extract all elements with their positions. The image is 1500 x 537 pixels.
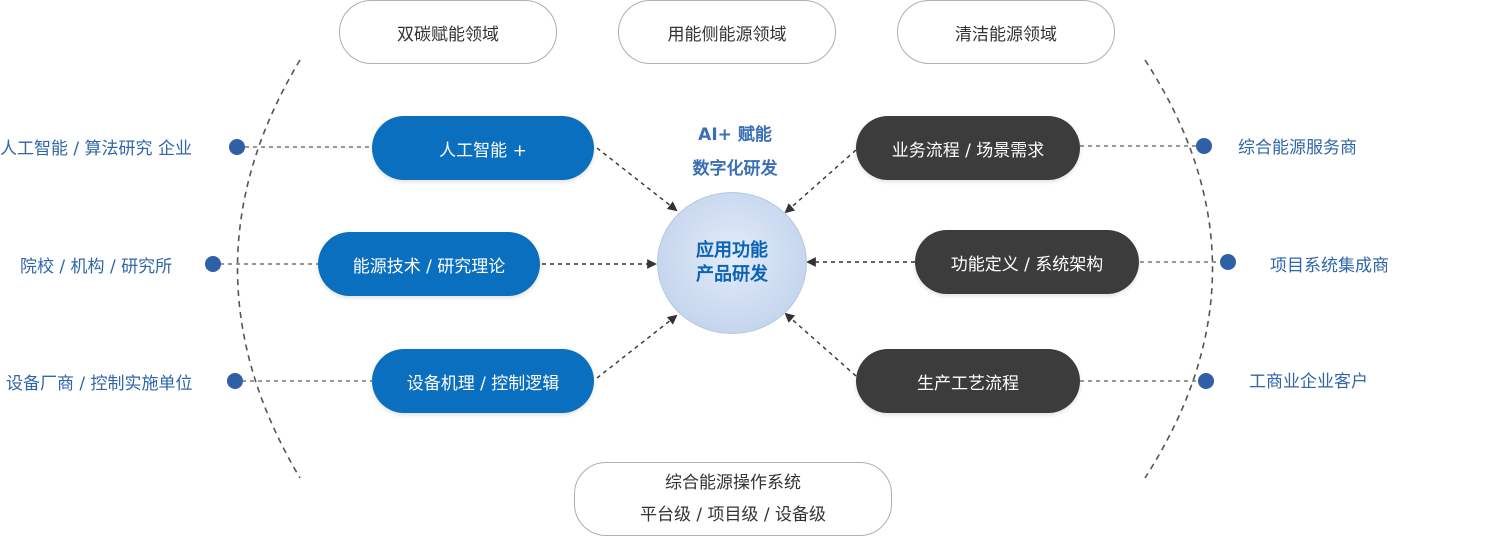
operating-system-title: 综合能源操作系统 bbox=[665, 473, 801, 493]
domain-tag-clean-energy: 清洁能源领域 bbox=[897, 0, 1115, 64]
left-partner-ai-companies: 人工智能 / 算法研究 企业 bbox=[0, 139, 192, 159]
right-partner-dot bbox=[1198, 373, 1214, 389]
operating-system-tag: 综合能源操作系统 平台级 / 项目级 / 设备级 bbox=[574, 462, 892, 536]
pill-production-process: 生产工艺流程 bbox=[856, 349, 1080, 413]
left-partner-dot bbox=[205, 256, 221, 272]
left-partner-dot bbox=[227, 373, 243, 389]
domain-tag-demand-side: 用能侧能源领域 bbox=[618, 0, 836, 64]
pill-business-process: 业务流程 / 场景需求 bbox=[856, 116, 1080, 180]
ai-caption: AI+ 赋能 数字化研发 bbox=[665, 118, 805, 186]
operating-system-levels: 平台级 / 项目级 / 设备级 bbox=[639, 505, 827, 525]
pill-equipment-logic: 设备机理 / 控制逻辑 bbox=[372, 349, 594, 413]
pill-ai: 人工智能 + bbox=[372, 116, 594, 180]
left-partner-equipment-vendors: 设备厂商 / 控制实施单位 bbox=[6, 374, 193, 394]
right-partner-enterprise-clients: 工商业企业客户 bbox=[1249, 372, 1368, 392]
right-partner-dot bbox=[1196, 138, 1212, 154]
right-partner-system-integrator: 项目系统集成商 bbox=[1270, 256, 1389, 276]
left-partner-institutes: 院校 / 机构 / 研究所 bbox=[20, 257, 173, 277]
left-partner-dot bbox=[229, 139, 245, 155]
pill-function-architecture: 功能定义 / 系统架构 bbox=[915, 230, 1139, 294]
center-line2: 产品研发 bbox=[696, 264, 768, 285]
ai-caption-line2: 数字化研发 bbox=[692, 159, 778, 179]
right-partner-energy-service: 综合能源服务商 bbox=[1238, 138, 1357, 158]
center-node: 应用功能 产品研发 bbox=[657, 192, 807, 334]
right-arc bbox=[1144, 59, 1214, 479]
right-partner-dot bbox=[1220, 254, 1236, 270]
ai-caption-line1: AI+ 赋能 bbox=[698, 125, 772, 145]
pill-energy-tech: 能源技术 / 研究理论 bbox=[318, 232, 540, 296]
left-arc bbox=[236, 59, 301, 479]
center-line1: 应用功能 bbox=[696, 240, 768, 261]
domain-tag-dual-carbon: 双碳赋能领域 bbox=[339, 0, 557, 64]
